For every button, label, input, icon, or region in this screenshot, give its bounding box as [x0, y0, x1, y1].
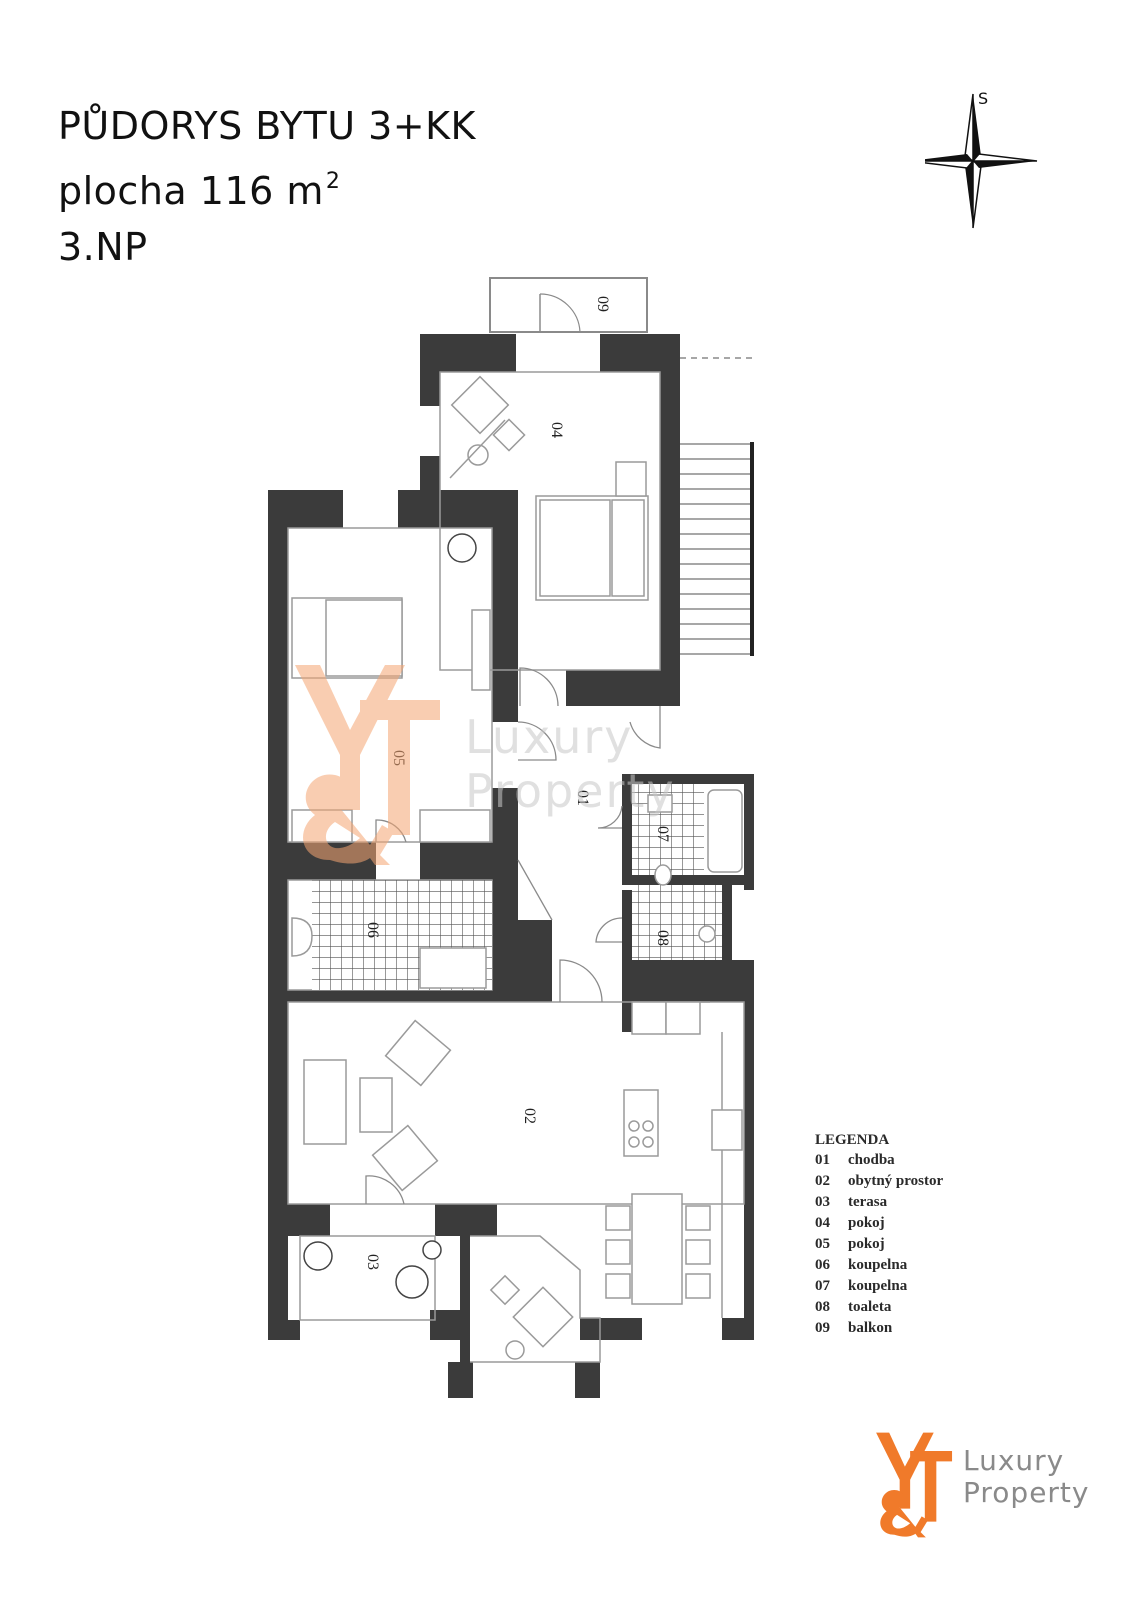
legend-item-name: terasa	[848, 1194, 888, 1210]
compass-south-label: S	[978, 89, 988, 108]
room-label-09: 09	[594, 296, 611, 312]
legend-item-name: balkon	[848, 1320, 893, 1336]
tile-floor-08	[632, 885, 722, 960]
room-label-08: 08	[654, 930, 671, 946]
legend-item-num: 06	[815, 1257, 830, 1273]
doors	[365, 667, 661, 1205]
staircase	[680, 357, 754, 656]
legend-item-name: koupelna	[848, 1257, 908, 1273]
room-label-04: 04	[548, 422, 565, 438]
legend-item: 03 terasa	[815, 1194, 943, 1215]
legend: LEGENDA 01 chodba 02 obytný prostor 03 tera…	[815, 1132, 943, 1341]
legend-item-num: 01	[815, 1152, 830, 1168]
room-label-01: 01	[574, 790, 591, 806]
legend-item-num: 08	[815, 1299, 830, 1315]
legend-item-num: 07	[815, 1278, 830, 1294]
legend-item: 05 pokoj	[815, 1236, 943, 1257]
compass-rose-icon: S	[925, 89, 1038, 229]
balcony-09	[489, 277, 648, 333]
legend-item-num: 04	[815, 1215, 830, 1231]
title-layout: PŮDORYS BYTU 3+KK	[58, 104, 476, 148]
brand-line1: Luxury	[963, 1444, 1065, 1477]
legend-item-name: toaleta	[848, 1299, 892, 1315]
room-label-02: 02	[521, 1108, 538, 1124]
furniture	[291, 375, 743, 1360]
legend-item-name: koupelna	[848, 1278, 908, 1294]
legend-item: 04 pokoj	[815, 1215, 943, 1236]
legend-item: 02 obytný prostor	[815, 1173, 943, 1194]
legend-item-num: 05	[815, 1236, 830, 1252]
room-label-06: 06	[364, 922, 381, 938]
title-area-unit-sup: 2	[325, 169, 341, 194]
legend-item-name: pokoj	[848, 1236, 885, 1252]
legend-item: 09 balkon	[815, 1320, 943, 1341]
brand-line2: Property	[963, 1476, 1090, 1509]
legend-item-num: 09	[815, 1320, 830, 1336]
plan-title: PŮDORYS BYTU 3+KK plocha 116 m2 3.NP	[58, 98, 476, 275]
legend-item: 06 koupelna	[815, 1257, 943, 1278]
title-area: plocha 116 m2	[58, 154, 476, 219]
legend-item: 08 toaleta	[815, 1299, 943, 1320]
brand-logo-icon	[876, 1432, 953, 1538]
room-label-07: 07	[654, 826, 671, 842]
legend-item-num: 02	[815, 1173, 830, 1189]
room-label-05: 05	[390, 750, 407, 766]
walls	[268, 334, 754, 1398]
brand-text: Luxury Property	[963, 1445, 1089, 1509]
legend-item-name: pokoj	[848, 1215, 885, 1231]
title-area-text: plocha 116 m	[58, 169, 324, 213]
legend-item-num: 03	[815, 1194, 830, 1210]
brand-logo: Luxury Property	[868, 1430, 1108, 1540]
legend-item-name: obytný prostor	[848, 1173, 944, 1189]
legend-item: 01 chodba	[815, 1152, 943, 1173]
title-floor: 3.NP	[58, 225, 148, 269]
legend-heading: LEGENDA	[815, 1132, 890, 1148]
legend-item: 07 koupelna	[815, 1278, 943, 1299]
legend-item-name: chodba	[848, 1152, 895, 1168]
room-label-03: 03	[364, 1254, 381, 1270]
